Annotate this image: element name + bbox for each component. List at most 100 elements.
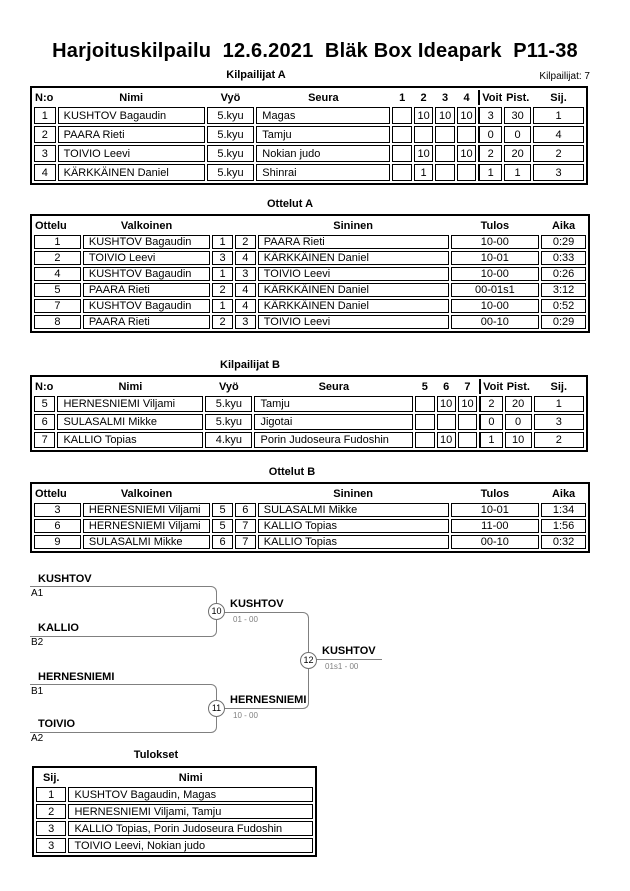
col-header-time: Aika xyxy=(551,487,576,500)
col-header-wins: Voit. xyxy=(479,379,503,394)
white-number: 1 xyxy=(212,235,233,249)
wins: 2 xyxy=(478,145,503,162)
table-row: 3 KALLIO Topias, Porin Judoseura Fudoshi… xyxy=(36,821,313,836)
white-name: KUSHTOV Bagaudin xyxy=(82,267,211,281)
blue-name: KALLIO Topias xyxy=(257,535,449,549)
bracket-slot-code: A2 xyxy=(31,733,44,744)
blue-name: PAARA Rieti xyxy=(257,235,449,249)
round-score: 10 xyxy=(413,107,434,124)
points: 20 xyxy=(504,145,532,162)
result-name: KALLIO Topias, Porin Judoseura Fudoshin xyxy=(68,821,313,836)
white-number: 1 xyxy=(212,267,233,281)
result-name: KUSHTOV Bagaudin, Magas xyxy=(68,787,313,802)
bracket-match-score: 01s1 - 00 xyxy=(325,662,359,671)
match-number: 4 xyxy=(34,267,81,281)
round-score xyxy=(413,126,434,143)
match-time: 0:29 xyxy=(541,235,586,249)
bracket-winner-name: KUSHTOV xyxy=(322,645,376,657)
belt: 5.kyu xyxy=(205,414,253,430)
white-number: 2 xyxy=(212,315,233,329)
match-time: 1:56 xyxy=(541,519,586,533)
wins: 2 xyxy=(479,396,503,412)
round-score: 10 xyxy=(435,107,455,124)
bracket-slot-code: B2 xyxy=(31,637,44,648)
blue-number: 3 xyxy=(234,267,256,281)
table-row: 6 SULASALMI Mikke 5.kyu Jigotai 0 0 3 xyxy=(34,414,584,430)
place: 2 xyxy=(533,432,584,448)
match-result: 00-01s1 xyxy=(450,283,540,297)
round-score xyxy=(415,396,435,412)
blue-name: KÄRKKÄINEN Daniel xyxy=(257,299,449,313)
bracket-slot-name: HERNESNIEMI xyxy=(38,671,115,683)
col-header-club: Seura xyxy=(308,91,339,104)
bracket-winner-name: HERNESNIEMI xyxy=(230,694,307,706)
results-table: Sij. Nimi 1 KUSHTOV Bagaudin, Magas 2 HE… xyxy=(32,766,317,857)
blue-name: SULASALMI Mikke xyxy=(257,503,449,517)
competitor-name: KALLIO Topias xyxy=(57,432,204,448)
match-time: 1:34 xyxy=(541,503,586,517)
place: 3 xyxy=(533,414,584,430)
competitors-b-table: N:o Nimi Vyö Seura 5 6 7 Voit. Pist. Sij… xyxy=(30,375,588,452)
points: 20 xyxy=(504,396,532,412)
bracket-connector-match-11 xyxy=(224,660,309,709)
bracket-slot-name: TOIVIO xyxy=(38,718,76,730)
round-score xyxy=(392,164,412,181)
belt: 5.kyu xyxy=(205,396,253,412)
white-number: 5 xyxy=(212,503,233,517)
round-score xyxy=(435,164,455,181)
table-row: 3 TOIVIO Leevi 5.kyu Nokian judo 10 10 2… xyxy=(34,145,584,162)
wins: 3 xyxy=(478,107,503,124)
bracket-final-winner-line xyxy=(316,659,382,660)
white-name: KUSHTOV Bagaudin xyxy=(82,299,211,313)
competitors-total: Kilpailijat: 7 xyxy=(539,71,590,82)
col-header-blue-no xyxy=(235,218,256,233)
competitor-number: 6 xyxy=(34,414,56,430)
col-header-blue: Sininen xyxy=(333,487,374,500)
match-time: 0:29 xyxy=(541,315,586,329)
blue-number: 6 xyxy=(234,503,256,517)
belt: 5.kyu xyxy=(206,126,255,143)
round-score xyxy=(435,145,455,162)
match-result: 00-10 xyxy=(450,315,540,329)
belt: 5.kyu xyxy=(206,107,255,124)
col-header-r5: 5 xyxy=(421,380,428,393)
col-header-belt: Vyö xyxy=(220,91,241,104)
col-header-r2: 2 xyxy=(420,91,427,104)
table-row: 2 TOIVIO Leevi 3 4 KÄRKKÄINEN Daniel 10-… xyxy=(34,251,586,265)
white-number: 2 xyxy=(212,283,233,297)
wins: 1 xyxy=(479,432,503,448)
competitor-number: 5 xyxy=(34,396,56,412)
table-header-row: Sij. Nimi xyxy=(36,770,313,785)
white-name: TOIVIO Leevi xyxy=(82,251,211,265)
col-header-white-no xyxy=(212,486,233,501)
round-score xyxy=(457,414,478,430)
club: Shinrai xyxy=(256,164,391,181)
belt: 5.kyu xyxy=(206,164,255,181)
table-row: 7 KUSHTOV Bagaudin 1 4 KÄRKKÄINEN Daniel… xyxy=(34,299,586,313)
result-place: 3 xyxy=(36,821,67,836)
table-header-row: N:o Nimi Vyö Seura 1 2 3 4 Voit. Pist. S… xyxy=(34,90,584,105)
round-score xyxy=(415,432,435,448)
result-name: HERNESNIEMI Viljami, Tamju xyxy=(68,804,313,819)
table-row: 1 KUSHTOV Bagaudin 1 2 PAARA Rieti 10-00… xyxy=(34,235,586,249)
result-place: 2 xyxy=(36,804,67,819)
competitor-name: SULASALMI Mikke xyxy=(57,414,204,430)
col-header-place: Sij. xyxy=(550,380,568,393)
white-number: 3 xyxy=(212,251,233,265)
blue-number: 2 xyxy=(234,235,256,249)
blue-number: 4 xyxy=(234,283,256,297)
result-name: TOIVIO Leevi, Nokian judo xyxy=(68,838,313,853)
table-row: 2 HERNESNIEMI Viljami, Tamju xyxy=(36,804,313,819)
blue-number: 4 xyxy=(234,299,256,313)
table-row: 7 KALLIO Topias 4.kyu Porin Judoseura Fu… xyxy=(34,432,584,448)
round-score xyxy=(392,145,412,162)
white-name: SULASALMI Mikke xyxy=(82,535,211,549)
col-header-time: Aika xyxy=(551,219,576,232)
round-score xyxy=(457,432,478,448)
col-header-name: Nimi xyxy=(178,771,203,784)
wins: 1 xyxy=(478,164,503,181)
white-number: 1 xyxy=(212,299,233,313)
table-row: 6 HERNESNIEMI Viljami 5 7 KALLIO Topias … xyxy=(34,519,586,533)
table-row: 1 KUSHTOV Bagaudin 5.kyu Magas 10 10 10 … xyxy=(34,107,584,124)
matches-a-table: Ottelu Valkoinen Sininen Tulos Aika 1 KU… xyxy=(30,214,590,333)
